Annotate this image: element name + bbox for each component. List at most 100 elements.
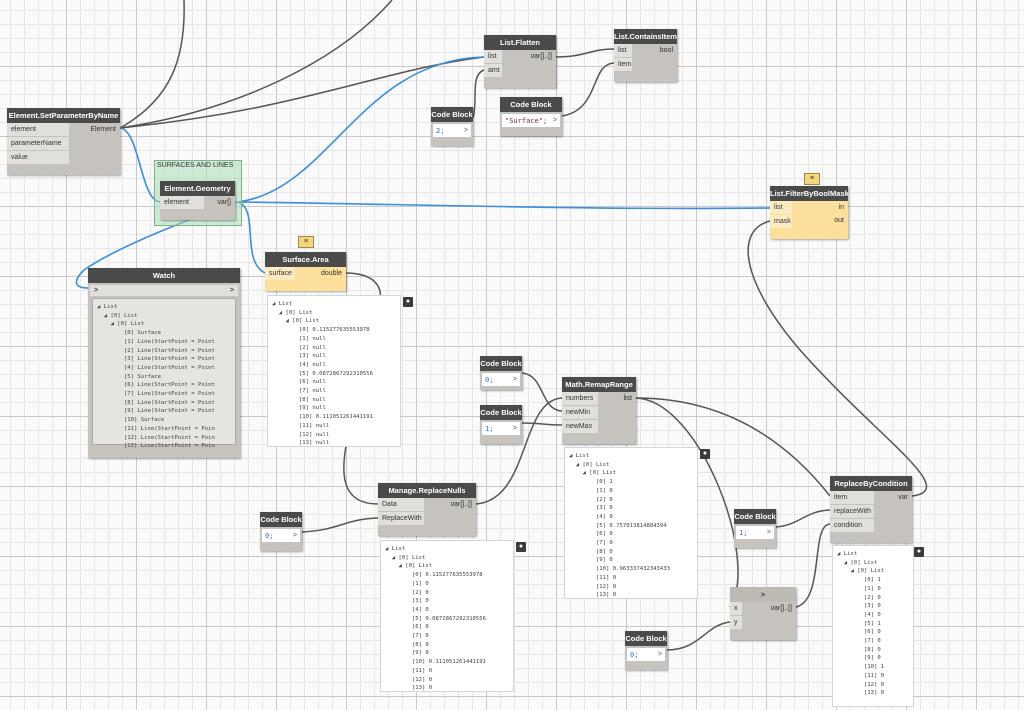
code-block-threshold[interactable]: Code Block 0;> — [625, 631, 667, 670]
node-list-filter-by-bool-mask[interactable]: List.FilterByBoolMask list mask in out — [770, 186, 849, 239]
code-block-editor[interactable]: 2;> — [433, 124, 471, 137]
code-block-editor[interactable]: 0;> — [262, 529, 300, 542]
code-block-title: Code Block — [625, 631, 667, 646]
input-port-list[interactable]: list — [484, 50, 502, 63]
output-port-out[interactable]: out — [834, 217, 844, 224]
wire-setparam-flatten — [119, 56, 485, 129]
input-port-element[interactable]: element — [160, 196, 204, 209]
code-text: "Surface"; — [505, 116, 548, 125]
pin-icon[interactable]: ● — [516, 542, 526, 552]
input-port-parameter-name[interactable]: parameterName — [7, 137, 69, 150]
node-title: Watch — [88, 268, 240, 283]
code-block-editor[interactable]: 1; > — [482, 422, 520, 435]
preview-tree: ◢ List ◢ [0] List ◢ [0] List [0] 1 [1] 0… — [569, 453, 671, 599]
group-title: SURFACES AND LINES — [157, 162, 234, 169]
input-port-numbers[interactable]: numbers — [562, 392, 598, 405]
code-block-editor[interactable]: 0; > — [482, 373, 520, 386]
node-math-remap-range[interactable]: Math.RemapRange numbers newMin newMax li… — [562, 377, 636, 444]
output-port[interactable]: > — [463, 127, 468, 134]
input-port-mask[interactable]: mask — [770, 215, 792, 228]
node-list-contains-item[interactable]: List.ContainsItem list item bool — [614, 29, 677, 82]
code-block-replace-with[interactable]: Code Block 0;> — [260, 512, 302, 551]
preview-replace-by-condition[interactable]: ◢ List ◢ [0] List ◢ [0] List [0] 1 [1] 0… — [832, 545, 914, 707]
input-port-list[interactable]: list — [770, 201, 792, 214]
preview-replace-nulls[interactable]: ◢ List ◢ [0] List ◢ [0] List [0] 0.11527… — [380, 540, 514, 692]
watch-tree: ◢ List ◢ [0] List ◢ [0] List [0] Surface… — [97, 304, 215, 450]
node-title: Element.Geometry — [160, 181, 235, 196]
output-port-double[interactable]: double — [320, 270, 342, 277]
node-set-parameter-by-name[interactable]: Element.SetParameterByName element param… — [7, 108, 120, 175]
code-block-title: Code Block — [480, 356, 522, 371]
input-port-element[interactable]: element — [7, 123, 69, 136]
output-port[interactable]: > — [292, 532, 297, 539]
preview-remap-range[interactable]: ◢ List ◢ [0] List ◢ [0] List [0] 1 [1] 0… — [564, 447, 698, 599]
output-port[interactable]: > — [552, 117, 557, 124]
node-surface-area[interactable]: Surface.Area surface double — [265, 252, 346, 291]
code-block-title: Code Block — [480, 405, 522, 420]
note-icon[interactable]: ≡ — [298, 236, 314, 248]
output-port-var[interactable]: var — [898, 494, 908, 501]
input-port-new-min[interactable]: newMin — [562, 406, 598, 419]
output-port-bool[interactable]: bool — [659, 47, 673, 54]
pin-icon[interactable]: ● — [403, 297, 413, 307]
node-footer — [378, 526, 476, 536]
node-footer — [770, 229, 848, 239]
code-block-editor[interactable]: 1; > — [736, 526, 774, 539]
input-port-new-max[interactable]: newMax — [562, 420, 598, 433]
node-watch[interactable]: Watch > > ◢ List ◢ [0] List ◢ [0] List [… — [88, 268, 240, 458]
watch-input-port[interactable]: > — [94, 287, 99, 294]
wire-min — [521, 372, 563, 412]
input-port-condition[interactable]: condition — [830, 519, 874, 532]
node-list-flatten[interactable]: List.Flatten list amt var[]..[] — [484, 35, 556, 88]
input-port-amt[interactable]: amt — [484, 64, 502, 77]
node-greater-than[interactable]: > x y var[]..[] — [730, 587, 796, 640]
output-port[interactable]: > — [766, 529, 771, 536]
output-port-var[interactable]: var[]..[] — [530, 53, 552, 60]
output-port[interactable]: > — [657, 651, 662, 658]
code-block-surface[interactable]: Code Block "Surface";> — [500, 97, 562, 136]
input-port-x[interactable]: x — [730, 602, 742, 615]
node-manage-replace-nulls[interactable]: Manage.ReplaceNulls Data ReplaceWith var… — [378, 483, 476, 536]
output-port-element[interactable]: Element — [90, 126, 116, 133]
input-port-data[interactable]: Data — [378, 498, 424, 511]
code-block-amt[interactable]: Code Block 2;> — [431, 107, 473, 146]
code-block-condition-value[interactable]: Code Block 1;> — [734, 509, 776, 548]
output-port-var[interactable]: var[]..[] — [770, 605, 792, 612]
watch-content[interactable]: ◢ List ◢ [0] List ◢ [0] List [0] Surface… — [92, 298, 236, 449]
node-footer — [562, 434, 636, 444]
preview-tree: ◢ List ◢ [0] List ◢ [0] List [0] 0.11527… — [272, 301, 374, 447]
code-block-editor[interactable]: "Surface"; > — [502, 114, 560, 127]
input-port-item[interactable]: item — [830, 491, 874, 504]
output-port[interactable]: > — [512, 376, 517, 383]
code-block-editor[interactable]: 0;> — [627, 648, 665, 661]
input-port-item[interactable]: item — [614, 58, 632, 71]
output-port-list[interactable]: list — [623, 395, 632, 402]
wire-top-1 — [119, 0, 185, 129]
output-port-var[interactable]: var[] — [217, 199, 231, 206]
input-port-y[interactable]: y — [730, 616, 742, 629]
code-block-new-min[interactable]: Code Block 0; > — [480, 356, 522, 390]
pin-icon[interactable]: ● — [914, 547, 924, 557]
code-text: 1; — [485, 424, 494, 433]
node-title: > — [730, 587, 796, 602]
input-port-replace-with[interactable]: replaceWith — [830, 505, 874, 518]
input-port-replace-with[interactable]: ReplaceWith — [378, 512, 424, 525]
wire-max — [521, 422, 563, 426]
preview-surface-area[interactable]: ◢ List ◢ [0] List ◢ [0] List [0] 0.11527… — [267, 295, 401, 447]
output-port-var[interactable]: var[]..[] — [450, 501, 472, 508]
node-replace-by-condition[interactable]: ReplaceByCondition item replaceWith cond… — [830, 476, 912, 543]
note-icon[interactable]: ≡ — [804, 173, 820, 185]
node-footer — [265, 281, 346, 291]
node-element-geometry[interactable]: Element.Geometry element var[] — [160, 181, 235, 220]
code-text: 0; — [485, 375, 494, 384]
output-port-in[interactable]: in — [838, 204, 844, 211]
pin-icon[interactable]: ● — [700, 449, 710, 459]
input-port-list[interactable]: list — [614, 44, 632, 57]
output-port[interactable]: > — [512, 425, 517, 432]
wire-zero-gt — [666, 621, 731, 651]
watch-output-port[interactable]: > — [229, 287, 234, 294]
input-port-surface[interactable]: surface — [265, 267, 295, 280]
input-port-value[interactable]: value — [7, 151, 69, 164]
code-text: 1; — [739, 528, 748, 537]
code-block-new-max[interactable]: Code Block 1; > — [480, 405, 522, 444]
